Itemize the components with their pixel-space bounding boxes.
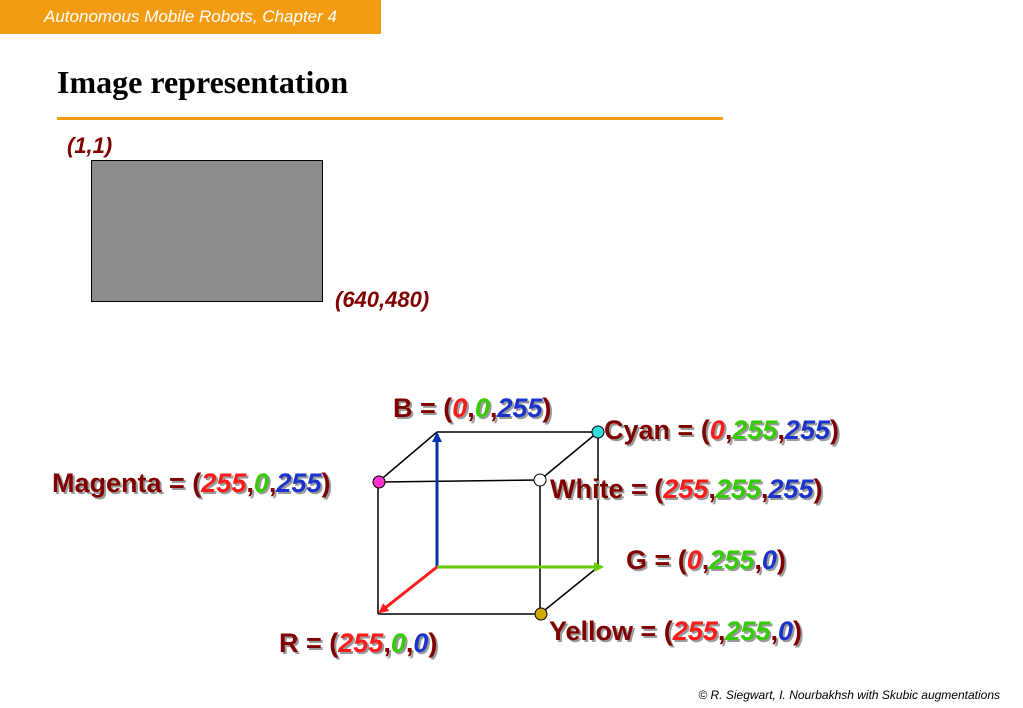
coord-bottom-right: (640,480) (335, 287, 430, 312)
coord-top-left: (1,1) (67, 133, 113, 158)
magenta-corner-dot (372, 475, 386, 489)
white-corner-dot (533, 473, 547, 487)
course-header: Autonomous Mobile Robots, Chapter 4 (0, 0, 381, 34)
red-label: R = (255,0,0) (279, 628, 438, 658)
slide-title: Image representation (57, 64, 349, 100)
cube-edges (377, 431, 599, 615)
yellow-corner-dot (534, 607, 548, 621)
title-underline (57, 117, 723, 120)
magenta-label: Magenta = (255,0,255) (52, 468, 331, 498)
cyan-corner-dot (591, 425, 605, 439)
green-label: G = (0,255,0) (626, 545, 786, 575)
cyan-label: Cyan = (0,255,255) (604, 415, 839, 445)
footer-credit: © R. Siegwart, I. Nourbakhsh with Skubic… (698, 688, 1000, 702)
white-label: White = (255,255,255) (550, 474, 823, 504)
yellow-label: Yellow = (255,255,0) (549, 616, 802, 646)
red-axis-arrow (378, 565, 438, 614)
blue-label: B = (0,0,255) (393, 393, 552, 423)
image-rectangle (91, 160, 323, 302)
